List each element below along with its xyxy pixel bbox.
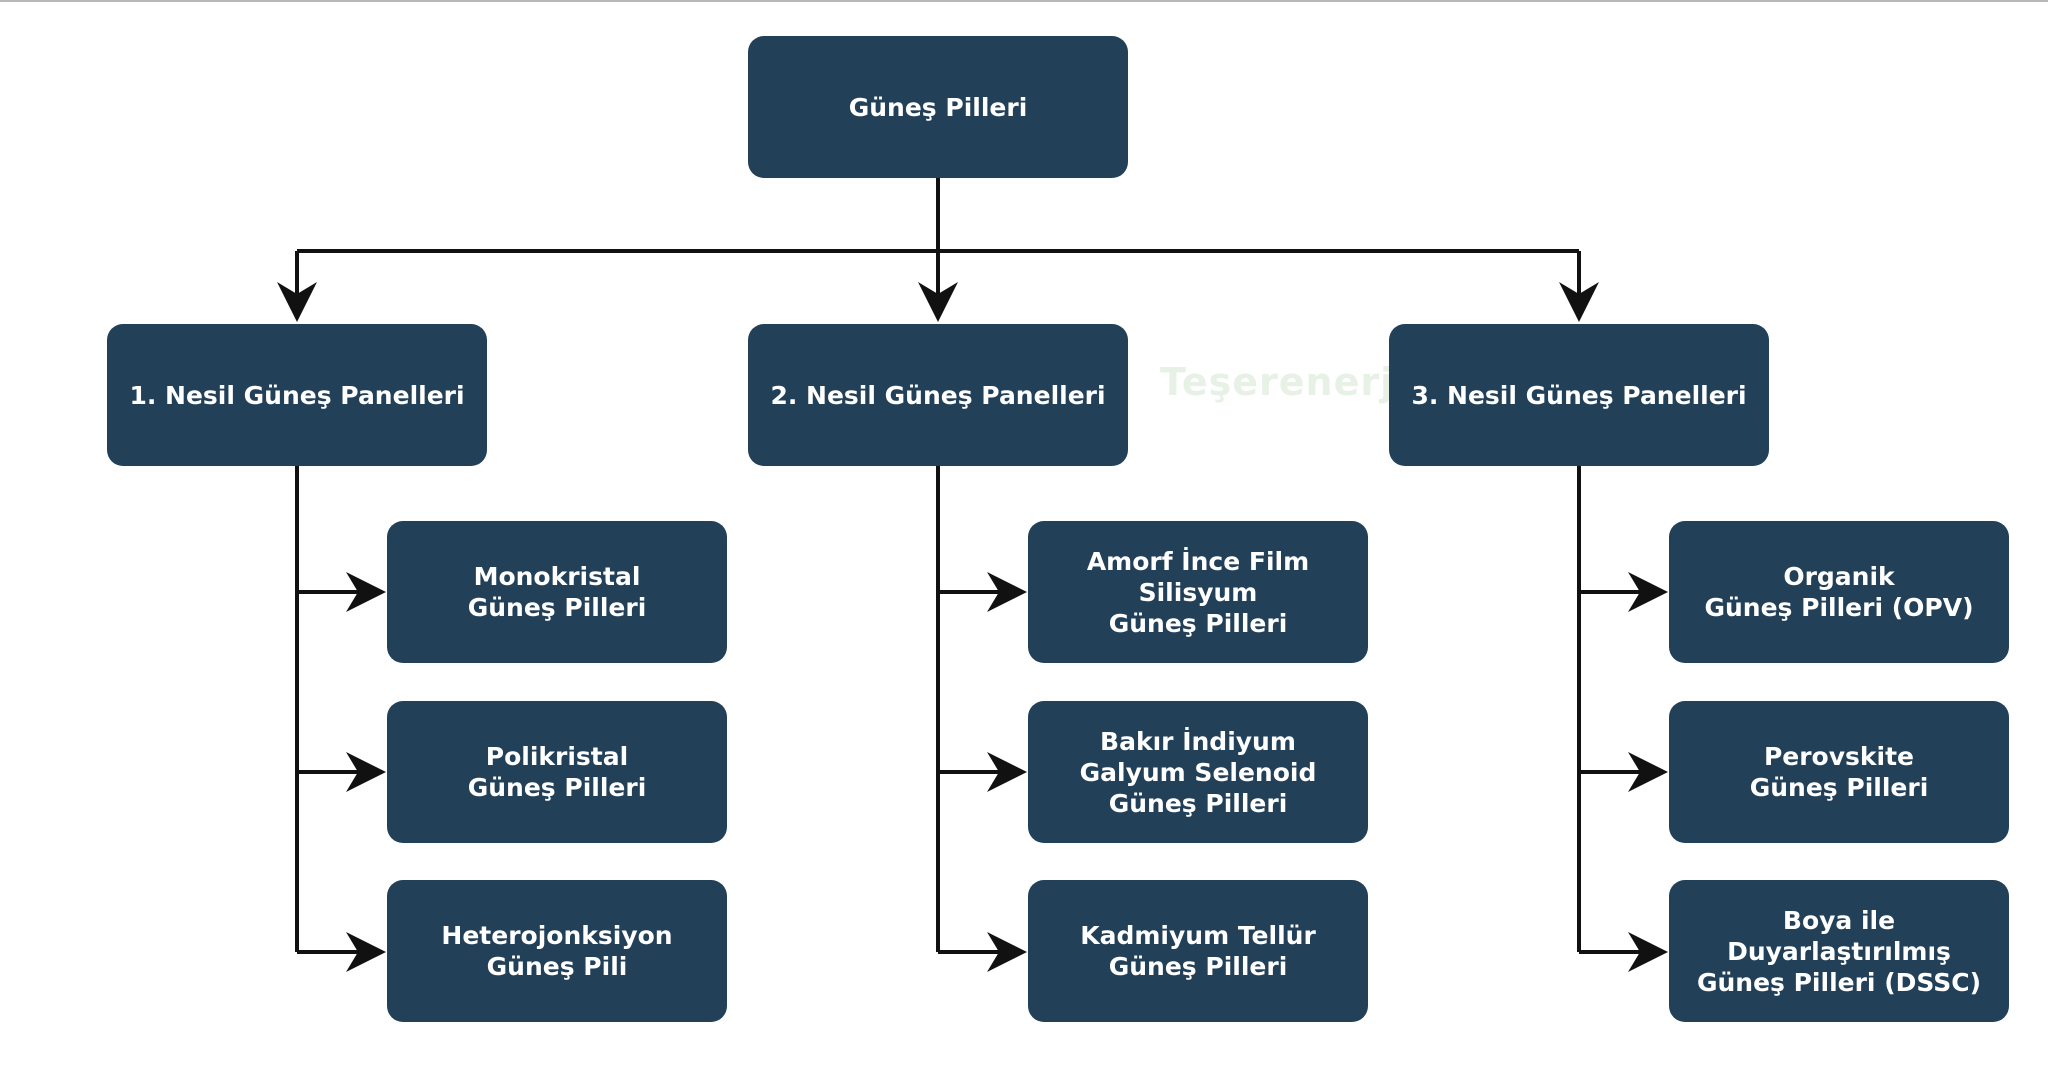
generation-node-label: 1. Nesil Güneş Panelleri [129, 380, 465, 410]
child-node-polikristal: Polikristal Güneş Pilleri [387, 701, 727, 843]
root-node-label: Güneş Pilleri [848, 92, 1028, 122]
child-node-label: Kadmiyum Tellür Güneş Pilleri [1080, 921, 1316, 981]
generation-node-label: 2. Nesil Güneş Panelleri [770, 380, 1106, 410]
child-node-label: Heterojonksiyon Güneş Pili [441, 921, 673, 981]
child-node-cigs: Bakır İndiyum Galyum Selenoid Güneş Pill… [1028, 701, 1368, 843]
top-border-line [0, 0, 2048, 2]
generation-node-label: 3. Nesil Güneş Panelleri [1411, 380, 1747, 410]
child-node-label: Polikristal Güneş Pilleri [467, 742, 647, 802]
child-node-label: Perovskite Güneş Pilleri [1749, 742, 1929, 802]
generation-node-1: 1. Nesil Güneş Panelleri [107, 324, 487, 466]
child-node-organik: Organik Güneş Pilleri (OPV) [1669, 521, 2009, 663]
child-node-label: Organik Güneş Pilleri (OPV) [1704, 562, 1974, 622]
child-node-perovskite: Perovskite Güneş Pilleri [1669, 701, 2009, 843]
child-node-label: Monokristal Güneş Pilleri [467, 562, 647, 622]
child-node-cdte: Kadmiyum Tellür Güneş Pilleri [1028, 880, 1368, 1022]
child-node-heterojonksiyon: Heterojonksiyon Güneş Pili [387, 880, 727, 1022]
generation-node-2: 2. Nesil Güneş Panelleri [748, 324, 1128, 466]
child-node-monokristal: Monokristal Güneş Pilleri [387, 521, 727, 663]
root-node: Güneş Pilleri [748, 36, 1128, 178]
child-node-label: Boya ile Duyarlaştırılmış Güneş Pilleri … [1696, 905, 1982, 997]
child-node-label: Bakır İndiyum Galyum Selenoid Güneş Pill… [1079, 726, 1317, 818]
watermark-logo: Teşerenerji [1160, 360, 1409, 404]
child-node-dssc: Boya ile Duyarlaştırılmış Güneş Pilleri … [1669, 880, 2009, 1022]
generation-node-3: 3. Nesil Güneş Panelleri [1389, 324, 1769, 466]
child-node-amorf: Amorf İnce Film Silisyum Güneş Pilleri [1028, 521, 1368, 663]
child-node-label: Amorf İnce Film Silisyum Güneş Pilleri [1086, 546, 1310, 638]
